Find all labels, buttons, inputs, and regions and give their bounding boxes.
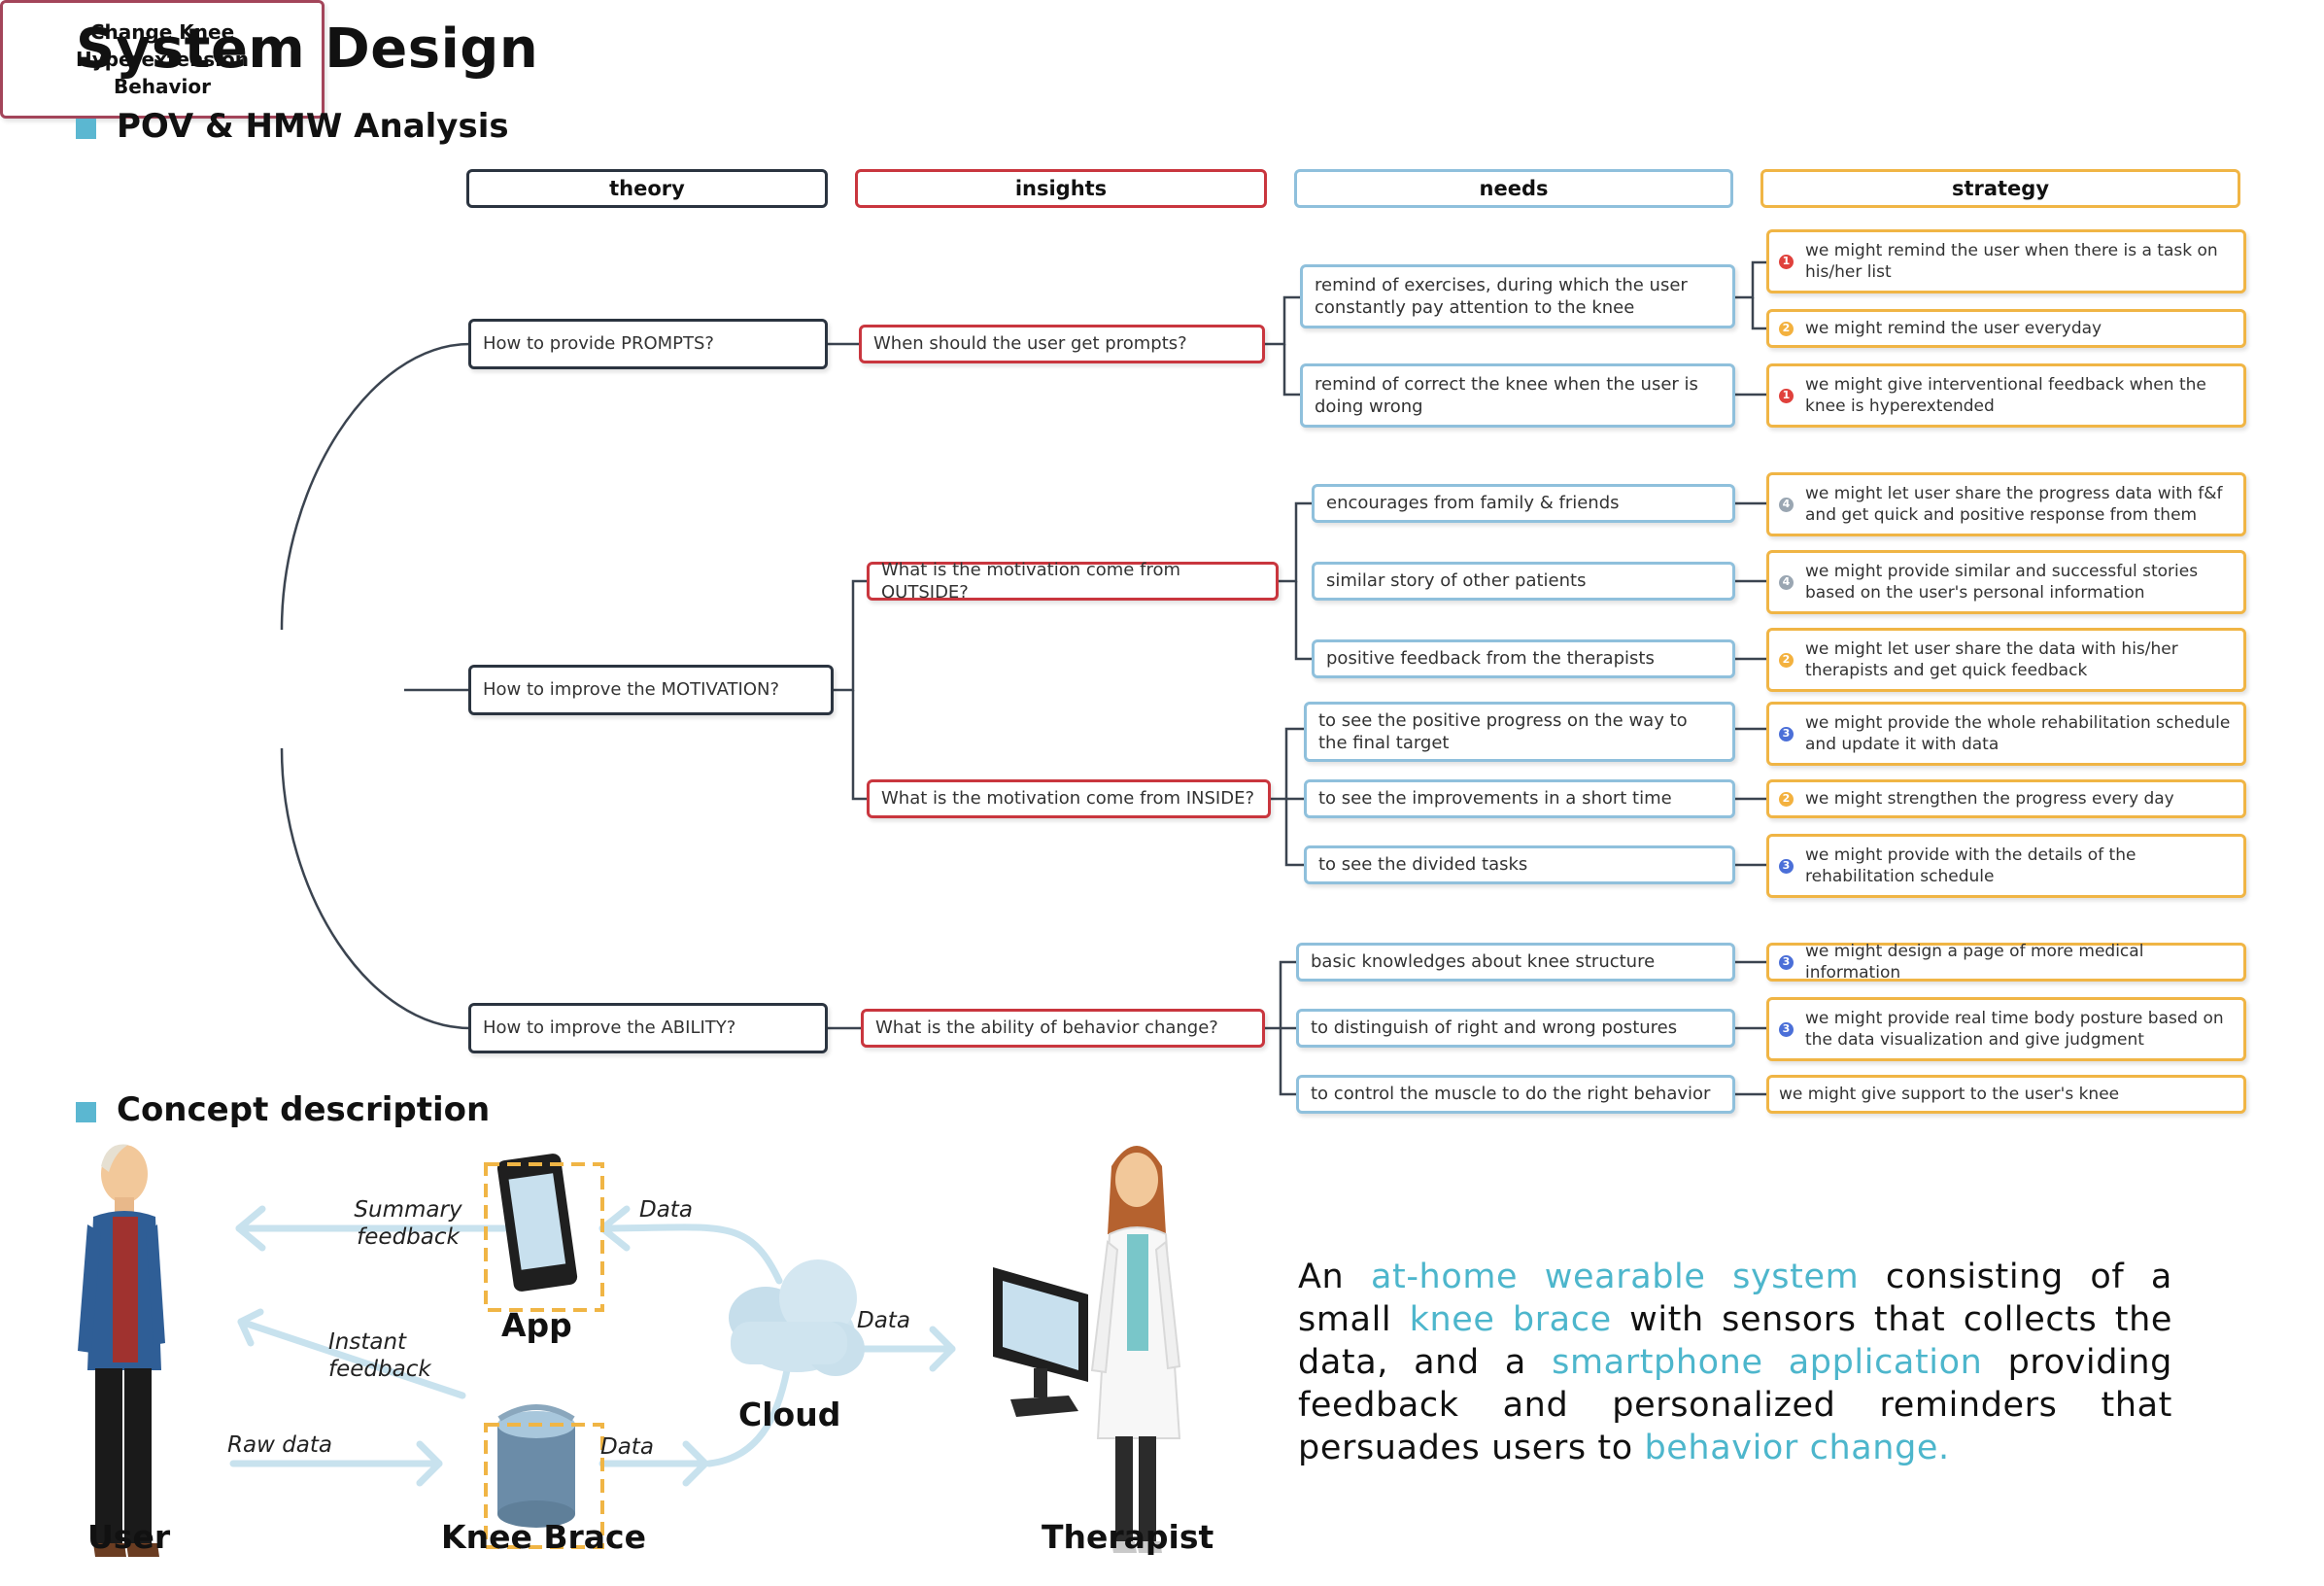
strategy-node: 3 we might provide the whole rehabilitat… <box>1766 702 2246 766</box>
strategy-text: we might give interventional feedback wh… <box>1805 374 2206 416</box>
concept-highlight: at-home wearable system <box>1370 1258 1860 1296</box>
priority-badge-icon: 3 <box>1779 726 1794 741</box>
section-title-pov: POV & HMW Analysis <box>117 107 509 146</box>
knee-brace-icon <box>497 1404 575 1528</box>
flow-label-data: Data <box>639 1197 693 1223</box>
priority-badge-icon: 3 <box>1779 858 1794 874</box>
insight-node: What is the motivation come from INSIDE? <box>867 779 1271 818</box>
column-header-needs: needs <box>1294 169 1733 208</box>
strategy-text: we might provide real time body posture … <box>1805 1008 2224 1050</box>
therapist-figure-icon <box>1090 1146 1181 1553</box>
strategy-text: we might give support to the user's knee <box>1779 1084 2120 1104</box>
component-label-cloud: Cloud <box>738 1396 841 1433</box>
need-node: to control the muscle to do the right be… <box>1296 1075 1735 1114</box>
cloud-icon <box>729 1259 865 1376</box>
concept-description: An at-home wearable system consisting of… <box>1298 1256 2172 1469</box>
concept-text-part: providing feedback and personalized remi… <box>1298 1343 2172 1468</box>
strategy-node: we might give support to the user's knee <box>1766 1075 2246 1114</box>
strategy-text: we might remind the user everyday <box>1805 318 2102 338</box>
flow-arrows <box>229 1205 956 1487</box>
column-header-strategy: strategy <box>1760 169 2240 208</box>
strategy-node: 4 we might provide similar and successfu… <box>1766 550 2246 614</box>
priority-badge-icon: 3 <box>1779 1021 1794 1037</box>
strategy-text: we might strengthen the progress every d… <box>1805 788 2174 809</box>
concept-text-part: with sensors that collects the data, and… <box>1298 1300 2172 1383</box>
theory-node: How to improve the MOTIVATION? <box>468 665 834 715</box>
strategy-text: we might remind the user when there is a… <box>1805 240 2218 282</box>
priority-badge-icon: 1 <box>1779 254 1794 269</box>
column-header-theory: theory <box>466 169 828 208</box>
section-marker <box>76 119 96 139</box>
theory-node: How to provide PROMPTS? <box>468 319 828 369</box>
user-figure-icon <box>78 1144 165 1557</box>
strategy-text: we might provide similar and successful … <box>1805 561 2199 603</box>
column-header-insights: insights <box>855 169 1267 208</box>
need-node: similar story of other patients <box>1312 562 1735 601</box>
strategy-node: 1 we might remind the user when there is… <box>1766 229 2246 293</box>
strategy-node: 2 we might remind the user everyday <box>1766 309 2246 348</box>
strategy-node: 2 we might let user share the data with … <box>1766 628 2246 692</box>
need-node: to see the improvements in a short time <box>1304 779 1735 818</box>
concept-highlight: smartphone application <box>1552 1343 1983 1383</box>
concept-diagram <box>78 1144 1181 1557</box>
need-node: remind of exercises, during which the us… <box>1300 264 1735 328</box>
flow-label-data: Data <box>600 1434 654 1460</box>
need-node: remind of correct the knee when the user… <box>1300 363 1735 428</box>
priority-badge-icon: 2 <box>1779 791 1794 807</box>
need-node: to distinguish of right and wrong postur… <box>1296 1009 1735 1048</box>
insight-node: What is the motivation come from OUTSIDE… <box>867 560 1279 603</box>
priority-badge-icon: 3 <box>1779 954 1794 970</box>
app-highlight-box <box>484 1162 604 1312</box>
strategy-text: we might provide the whole rehabilitatio… <box>1805 712 2231 754</box>
flow-label-data: Data <box>857 1308 910 1333</box>
brace-highlight-box <box>484 1423 604 1549</box>
priority-badge-icon: 4 <box>1779 497 1794 512</box>
need-node: to see the divided tasks <box>1304 845 1735 884</box>
monitor-icon <box>993 1267 1088 1417</box>
component-label-app: App <box>501 1306 572 1344</box>
insight-node: When should the user get prompts? <box>859 325 1265 363</box>
page-title: System Design <box>76 17 539 81</box>
concept-highlight: behavior change. <box>1644 1429 1950 1468</box>
component-label-therapist: Therapist <box>1042 1518 1214 1556</box>
flow-label-summary: Summary feedback <box>354 1197 462 1250</box>
strategy-node: 4 we might let user share the progress d… <box>1766 472 2246 536</box>
strategy-node: 3 we might provide with the details of t… <box>1766 834 2246 898</box>
need-node: basic knowledges about knee structure <box>1296 943 1735 982</box>
need-node: to see the positive progress on the way … <box>1304 702 1735 762</box>
root-node: Change Knee Hyperextension Behavior <box>0 0 325 119</box>
section-title-concept: Concept description <box>117 1090 491 1129</box>
section-marker <box>76 1102 96 1122</box>
strategy-text: we might let user share the progress dat… <box>1805 483 2223 525</box>
priority-badge-icon: 4 <box>1779 574 1794 590</box>
flow-label-instant: Instant feedback <box>328 1329 431 1382</box>
need-node: encourages from family & friends <box>1312 484 1735 523</box>
concept-text-part: An <box>1298 1258 1371 1296</box>
strategy-text: we might design a page of more medical i… <box>1805 941 2144 983</box>
strategy-text: we might let user share the data with hi… <box>1805 638 2178 680</box>
component-label-user: User <box>87 1518 171 1556</box>
theory-node: How to improve the ABILITY? <box>468 1003 828 1053</box>
need-node: positive feedback from the therapists <box>1312 639 1735 678</box>
strategy-text: we might provide with the details of the… <box>1805 845 2136 886</box>
concept-text-part: consisting of a small <box>1298 1258 2172 1340</box>
strategy-node: 2 we might strengthen the progress every… <box>1766 779 2246 818</box>
mindmap-connectors <box>280 260 1768 1096</box>
insight-node: What is the ability of behavior change? <box>861 1009 1265 1048</box>
component-label-brace: Knee Brace <box>441 1518 646 1556</box>
priority-badge-icon: 2 <box>1779 652 1794 668</box>
concept-highlight: knee brace <box>1409 1300 1612 1340</box>
strategy-node: 3 we might design a page of more medical… <box>1766 941 2246 983</box>
flow-label-raw: Raw data <box>227 1432 333 1458</box>
phone-icon <box>496 1154 578 1292</box>
priority-badge-icon: 1 <box>1779 388 1794 403</box>
priority-badge-icon: 2 <box>1779 321 1794 336</box>
strategy-node: 1 we might give interventional feedback … <box>1766 363 2246 428</box>
strategy-node: 3 we might provide real time body postur… <box>1766 997 2246 1061</box>
